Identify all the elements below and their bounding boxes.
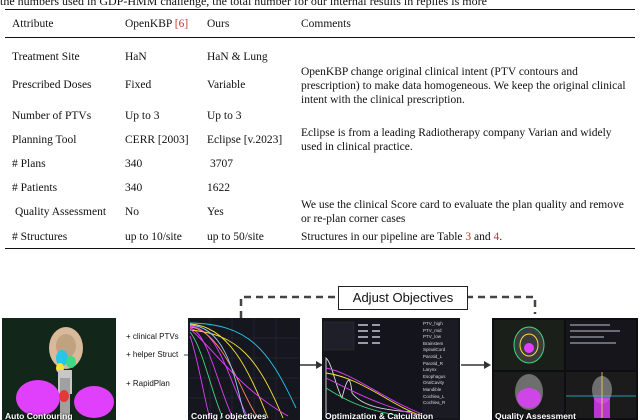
- row-openkbp: 340: [125, 182, 143, 194]
- comment-structures-and: and: [474, 231, 491, 243]
- comment-structures-text: Structures in our pipeline are Table: [301, 231, 463, 243]
- row-attribute: Treatment Site: [12, 51, 80, 63]
- table-bottom-rule: [5, 248, 635, 250]
- panel-label: Optimization & Calculation: [325, 411, 434, 420]
- row-attribute: # Structures: [12, 231, 68, 243]
- row-attribute: Prescribed Doses: [12, 79, 92, 91]
- row-attribute: Planning Tool: [12, 134, 77, 146]
- structure-item: OralCavity: [423, 380, 445, 386]
- row-attribute: # Plans: [12, 158, 46, 170]
- header-openkbp-label: OpenKBP: [125, 18, 172, 30]
- table-header-rule: [5, 37, 635, 38]
- comment-clinical-intent: OpenKBP change original clinical intent …: [301, 66, 626, 106]
- structure-item: Mandible: [423, 386, 442, 392]
- row-attribute: # Patients: [12, 182, 58, 194]
- row-ours: Variable: [207, 79, 246, 91]
- table-top-rule: [5, 9, 635, 11]
- header-comments: Comments: [301, 18, 351, 30]
- table-caption-fragment: the numbers used in GDP-HMM challenge, t…: [0, 0, 487, 8]
- panel-label: Config / objectives: [191, 411, 267, 420]
- structure-item: Brainstem: [423, 340, 444, 346]
- row-ours: 1622: [207, 182, 230, 194]
- row-openkbp: 340: [125, 158, 143, 170]
- row-openkbp: CERR [2003]: [125, 134, 189, 146]
- row-openkbp: No: [125, 206, 140, 218]
- panel-label: Quality Assessment: [495, 411, 576, 420]
- structure-item: Parotid_L: [423, 353, 443, 359]
- table-4-link[interactable]: 4: [493, 231, 500, 243]
- comment-eclipse: Eclipse is from a leading Radiotherapy c…: [301, 127, 612, 153]
- structure-item: PTV_low: [423, 334, 442, 340]
- row-attribute: Quality Assessment: [15, 206, 107, 218]
- comment-quality: We use the clinical Score card to evalua…: [301, 199, 624, 225]
- row-ours: HaN & Lung: [207, 51, 268, 63]
- panel-label: Auto Contouring: [5, 411, 73, 420]
- structure-item: Cochlea_R: [423, 400, 446, 406]
- row-ours: 3707: [210, 158, 233, 170]
- row-openkbp: HaN: [125, 51, 147, 63]
- header-openkbp: OpenKBP [6]: [125, 17, 188, 31]
- row-ours: Yes: [207, 206, 224, 218]
- step-clinical-ptvs: + clinical PTVs: [126, 332, 179, 341]
- adjust-objectives-box: Adjust Objectives: [338, 286, 468, 310]
- header-attribute: Attribute: [12, 18, 54, 30]
- header-ours: Ours: [207, 18, 230, 30]
- openkbp-citation-link[interactable]: [6]: [174, 18, 189, 30]
- structure-list: PTV_high PTV_mid PTV_low Brainstem Spina…: [423, 321, 459, 407]
- table-3-link[interactable]: 3: [465, 231, 472, 243]
- row-attribute: Number of PTVs: [12, 110, 92, 122]
- step-helper-struct: + helper Struct: [126, 350, 179, 359]
- optimization-plot: [322, 318, 460, 420]
- structure-item: Larynx: [423, 367, 437, 373]
- comment-structures: Structures in our pipeline are Table 3 a…: [301, 230, 635, 244]
- auto-contouring-panel: Auto Contouring: [2, 318, 116, 420]
- structure-item: Esophagus: [423, 373, 446, 379]
- row-ours: Eclipse [v.2023]: [207, 134, 283, 146]
- dose-views: [492, 318, 638, 420]
- structure-item: PTV_mid: [423, 327, 442, 333]
- row-openkbp: up to 10/site: [125, 231, 182, 243]
- config-objectives-panel: Config / objectives: [188, 318, 300, 420]
- row-openkbp: Up to 3: [125, 110, 160, 122]
- structure-item: Parotid_R: [423, 360, 444, 366]
- row-openkbp: Fixed: [125, 79, 152, 91]
- step-rapidplan: + RapidPlan: [126, 379, 170, 388]
- quality-assessment-panel: Quality Assessment: [492, 318, 638, 420]
- dvh-curves: [188, 318, 300, 420]
- structure-item: PTV_high: [423, 321, 443, 326]
- row-ours: Up to 3: [207, 110, 242, 122]
- comment-structures-period: .: [499, 231, 503, 243]
- optimization-panel: PTV_high PTV_mid PTV_low Brainstem Spina…: [322, 318, 460, 420]
- row-ours: up to 50/site: [207, 231, 264, 243]
- structure-item: SpinalCord: [423, 347, 446, 353]
- structure-item: Cochlea_L: [423, 393, 445, 399]
- anatomy-render: [2, 318, 116, 420]
